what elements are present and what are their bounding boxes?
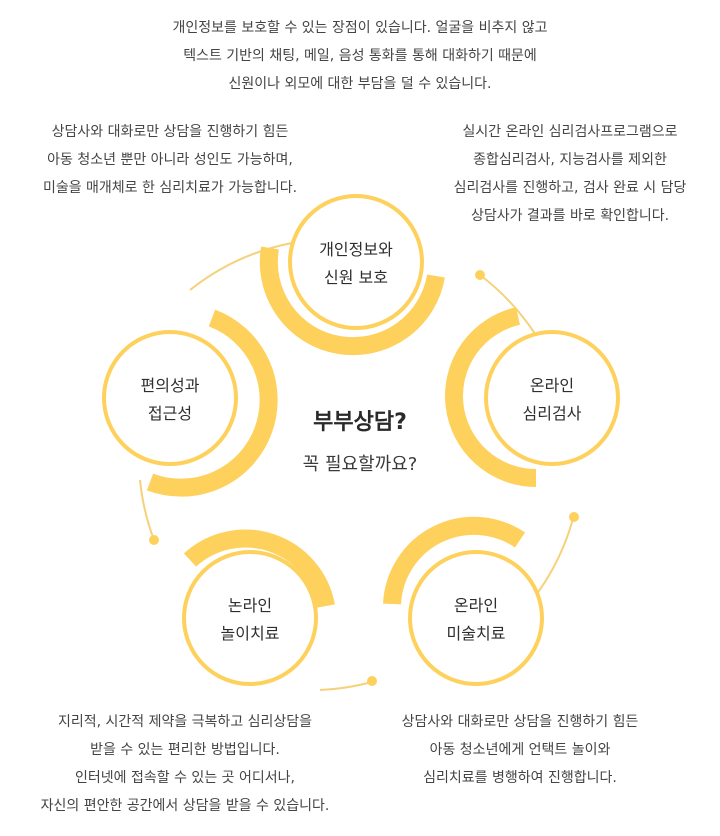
node-test bbox=[445, 307, 620, 487]
node-label-line: 미술치료 bbox=[446, 624, 506, 643]
node-art bbox=[383, 516, 544, 686]
node-label-test: 온라인 심리검사 bbox=[472, 372, 632, 428]
right-description: 실시간 온라인 심리검사프로그램으로 종합심리검사, 지능검사를 제외한 심리검… bbox=[420, 118, 720, 230]
node-label-line: 심리검사 bbox=[522, 404, 582, 423]
center-title: 부부상담? bbox=[313, 410, 407, 435]
right-description-line: 상담사가 결과를 바로 확인합니다. bbox=[470, 208, 670, 224]
left-description: 상담사와 대화로만 상담을 진행하기 힘든 아동 청소년 뿐만 아니라 성인도 … bbox=[10, 118, 330, 202]
node-label-convenience: 편의성과 접근성 bbox=[90, 372, 250, 428]
node-label-line: 개인정보와 bbox=[319, 240, 393, 259]
left-description-line: 아동 청소년 뿐만 아니라 성인도 가능하며, bbox=[47, 152, 293, 168]
node-label-line: 온라인 bbox=[529, 376, 575, 395]
connector-dot bbox=[149, 535, 159, 545]
node-convenience bbox=[102, 309, 278, 497]
bottom-right-description-line: 상담사와 대화로만 상담을 진행하기 힘든 bbox=[401, 714, 639, 730]
right-description-line: 실시간 온라인 심리검사프로그램으로 bbox=[462, 124, 678, 140]
center-subtitle: 꼭 필요할까요? bbox=[302, 454, 418, 475]
left-description-line: 미술을 매개체로 한 심리치료가 가능합니다. bbox=[42, 180, 298, 196]
node-label-line: 놀이치료 bbox=[220, 624, 280, 643]
node-play bbox=[182, 529, 335, 686]
node-label-privacy: 개인정보와 신원 보호 bbox=[276, 236, 436, 292]
node-privacy bbox=[259, 194, 445, 356]
bottom-left-description-line: 인터넷에 접속할 수 있는 곳 어디서나, bbox=[75, 770, 295, 786]
left-description-line: 상담사와 대화로만 상담을 진행하기 힘든 bbox=[51, 124, 289, 140]
node-label-line: 접근성 bbox=[147, 404, 193, 423]
top-description-line: 텍스트 기반의 채팅, 메일, 음성 통화를 통해 대화하기 때문에 bbox=[183, 48, 537, 64]
connector-art-play bbox=[319, 681, 373, 691]
top-description: 개인정보를 보호할 수 있는 장점이 있습니다. 얼굴을 비추지 않고 텍스트 … bbox=[110, 14, 610, 98]
bottom-right-description-line: 심리치료를 병행하여 진행합니다. bbox=[423, 770, 617, 786]
node-label-line: 편의성과 bbox=[140, 376, 200, 395]
connector-convenience-privacy bbox=[189, 242, 293, 291]
bottom-right-description: 상담사와 대화로만 상담을 진행하기 힘든 아동 청소년에게 언택트 놀이와 심… bbox=[370, 708, 670, 792]
node-label-line: 온라인 bbox=[453, 596, 499, 615]
node-label-play: 논라인 놀이치료 bbox=[170, 592, 330, 648]
top-description-line: 개인정보를 보호할 수 있는 장점이 있습니다. 얼굴을 비추지 않고 bbox=[172, 20, 548, 36]
bottom-right-description-line: 아동 청소년에게 언택트 놀이와 bbox=[429, 742, 611, 758]
right-description-line: 심리검사를 진행하고, 검사 완료 시 담당 bbox=[453, 180, 687, 196]
top-description-line: 신원이나 외모에 대한 부담을 덜 수 있습니다. bbox=[228, 76, 492, 92]
bottom-left-description-line: 지리적, 시간적 제약을 극복하고 심리상담을 bbox=[57, 714, 313, 730]
connector-dot bbox=[367, 676, 377, 686]
connector-dot bbox=[475, 270, 485, 280]
node-label-line: 신원 보호 bbox=[324, 268, 388, 287]
bottom-left-description-line: 자신의 편안한 공간에서 상담을 받을 수 있습니다. bbox=[40, 798, 330, 814]
bottom-left-description-line: 받을 수 있는 편리한 방법입니다. bbox=[90, 742, 280, 758]
bottom-left-description: 지리적, 시간적 제약을 극복하고 심리상담을 받을 수 있는 편리한 방법입니… bbox=[0, 708, 370, 820]
connector-dot bbox=[569, 512, 579, 522]
node-label-line: 논라인 bbox=[227, 596, 273, 615]
right-description-line: 종합심리검사, 지능검사를 제외한 bbox=[473, 152, 667, 168]
node-label-art: 온라인 미술치료 bbox=[396, 592, 556, 648]
